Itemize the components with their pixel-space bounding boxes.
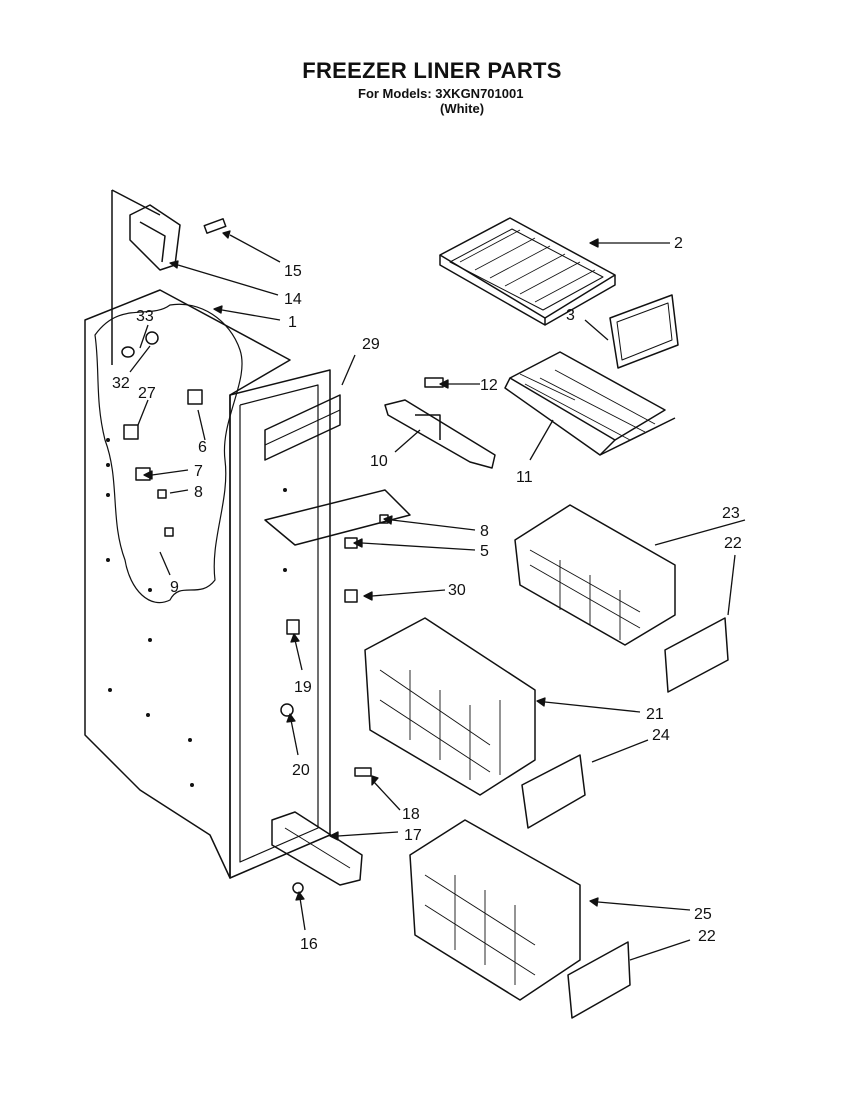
callout-18: 18 (402, 806, 420, 823)
leader-lines (129, 230, 746, 961)
trim-strip-part-29 (264, 394, 341, 461)
callout-9: 9 (170, 579, 179, 596)
callout-2: 2 (674, 235, 683, 252)
callout-17: 17 (404, 827, 422, 844)
callout-21: 21 (646, 706, 664, 723)
shelf-front-part-3 (609, 294, 679, 369)
callout-32: 32 (112, 375, 130, 392)
callout-1: 1 (288, 314, 297, 331)
callout-27: 27 (138, 385, 156, 402)
basket-front-parts (521, 617, 729, 1019)
callout-15: 15 (284, 263, 302, 280)
callout-33: 33 (136, 308, 154, 325)
callout-30: 30 (448, 582, 466, 599)
callout-29: 29 (362, 336, 380, 353)
callout-14: 14 (284, 291, 302, 308)
clip-parts (344, 514, 389, 603)
callout-19: 19 (294, 679, 312, 696)
callout-10: 10 (370, 453, 388, 470)
callout-25: 25 (694, 906, 712, 923)
bracket-part-14 (129, 204, 181, 271)
callout-23: 23 (722, 505, 740, 522)
wire-shelf-part-2 (439, 217, 616, 326)
callout-20: 20 (292, 762, 310, 779)
small-parts-left (121, 331, 203, 537)
callout-3: 3 (566, 307, 575, 324)
page-title: FREEZER LINER PARTS (302, 58, 562, 83)
callout-22a: 22 (724, 535, 742, 552)
basket-part-21 (364, 617, 536, 796)
basket-part-23 (514, 504, 676, 646)
callout-8a: 8 (194, 484, 203, 501)
models-line: For Models: 3XKGN701001 (358, 86, 524, 101)
slide-rail-part-10 (384, 399, 496, 469)
basket-part-25 (409, 819, 581, 1001)
callout-labels: 1 2 3 5 6 7 8 8 9 10 11 12 14 15 16 17 1… (112, 235, 742, 953)
freezer-liner-part (84, 189, 331, 879)
callout-7: 7 (194, 463, 203, 480)
callout-16: 16 (300, 936, 318, 953)
callout-12: 12 (480, 377, 498, 394)
grille-part-17 (271, 811, 363, 886)
callout-6: 6 (198, 439, 207, 456)
callout-24: 24 (652, 727, 670, 744)
screw-part-12 (424, 377, 444, 388)
screw-part-15 (203, 218, 227, 234)
callout-11: 11 (516, 469, 533, 486)
panel-part (264, 489, 411, 546)
wire-shelf-part-11 (504, 351, 676, 456)
callout-5: 5 (480, 543, 489, 560)
callout-22b: 22 (698, 928, 716, 945)
header: FREEZER LINER PARTS (0, 58, 864, 84)
color-line: (White) (440, 101, 485, 116)
callout-8b: 8 (480, 523, 489, 540)
